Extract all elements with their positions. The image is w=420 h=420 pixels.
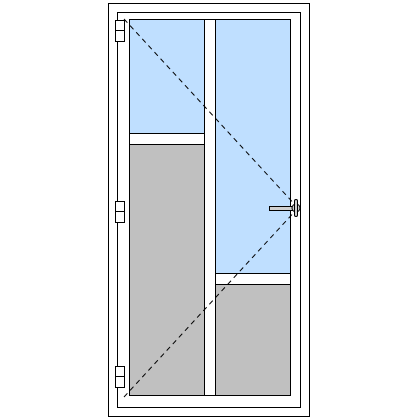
hinge-icon <box>115 366 125 388</box>
hinge-icon <box>115 20 125 42</box>
left-transom <box>129 133 205 145</box>
left-lower-solid-panel <box>129 144 205 396</box>
opening-line-bottom <box>123 207 299 398</box>
right-lower-solid-panel <box>215 284 291 396</box>
center-mullion <box>204 19 216 396</box>
hinge-icon <box>115 201 125 223</box>
opening-indicator <box>123 18 299 398</box>
door-handle-icon <box>269 199 301 217</box>
right-transom <box>215 273 291 285</box>
right-upper-glass-panel <box>215 19 291 274</box>
opening-line-top <box>123 18 299 209</box>
left-upper-glass-panel <box>129 19 205 134</box>
